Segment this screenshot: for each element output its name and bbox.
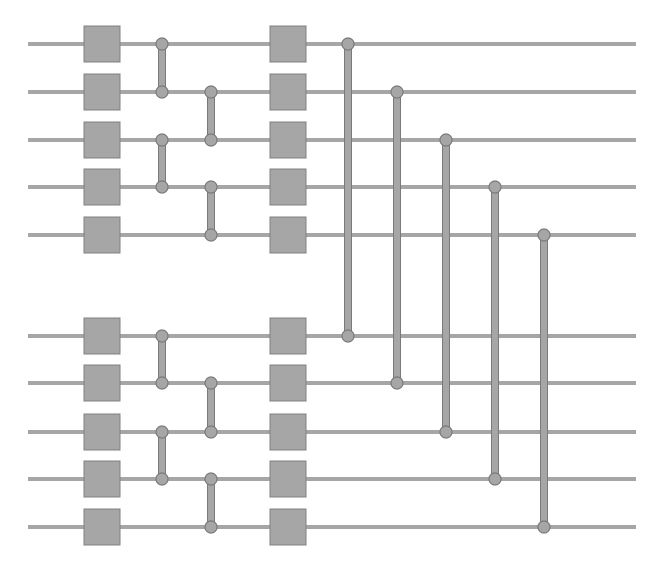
- local-entangler-q1-q2-bar: [207, 91, 215, 141]
- local-entangler-q3-q4: [204, 180, 218, 242]
- first-gate-layer-gate-q4: [83, 216, 121, 254]
- cross-entangler-q2-q7-control-dot: [439, 133, 453, 147]
- local-entangler-q1-q2-target-dot: [204, 133, 218, 147]
- cross-entangler-q1-q6-bar: [393, 91, 401, 384]
- cross-entangler-q0-q5-target-dot: [341, 329, 355, 343]
- local-entangler-q3-q4-target-dot: [204, 228, 218, 242]
- local-entangler-q5-q6-control-dot: [155, 329, 169, 343]
- local-entangler-q2-q3-bar: [158, 139, 166, 188]
- cross-entangler-q1-q6: [390, 85, 404, 390]
- second-gate-layer-gate-q1: [269, 73, 307, 111]
- second-gate-layer-gate-q8: [269, 460, 307, 498]
- local-entangler-q2-q3-control-dot: [155, 133, 169, 147]
- cross-entangler-q1-q6-target-dot: [390, 376, 404, 390]
- cross-entangler-q0-q5: [341, 37, 355, 343]
- first-gate-layer-gate-q9: [83, 508, 121, 546]
- local-entangler-q8-q9: [204, 472, 218, 534]
- second-gate-layer-gate-q2: [269, 121, 307, 159]
- local-entangler-q7-q8: [155, 425, 169, 486]
- first-gate-layer-gate-q7: [83, 413, 121, 451]
- local-entangler-q3-q4-bar: [207, 186, 215, 236]
- cross-entangler-q4-q9-bar: [540, 234, 548, 528]
- local-entangler-q2-q3: [155, 133, 169, 194]
- local-entangler-q1-q2: [204, 85, 218, 147]
- cross-entangler-q0-q5-bar: [344, 43, 352, 337]
- second-gate-layer-gate-q5: [269, 317, 307, 355]
- cross-entangler-q3-q8: [488, 180, 502, 486]
- second-gate-layer-gate-q9: [269, 508, 307, 546]
- cross-entangler-q4-q9-target-dot: [537, 520, 551, 534]
- local-entangler-q7-q8-bar: [158, 431, 166, 480]
- first-gate-layer-gate-q8: [83, 460, 121, 498]
- local-entangler-q8-q9-control-dot: [204, 472, 218, 486]
- first-gate-layer-gate-q2: [83, 121, 121, 159]
- cross-entangler-q3-q8-control-dot: [488, 180, 502, 194]
- second-gate-layer-gate-q4: [269, 216, 307, 254]
- gate-blocks: [83, 25, 307, 546]
- local-entangler-q0-q1-target-dot: [155, 85, 169, 99]
- local-entangler-q0-q1-bar: [158, 43, 166, 93]
- cross-entangler-q2-q7-target-dot: [439, 425, 453, 439]
- local-entangler-q5-q6-bar: [158, 335, 166, 384]
- first-gate-layer-gate-q0: [83, 25, 121, 63]
- first-gate-layer-gate-q5: [83, 317, 121, 355]
- cross-entangler-q4-q9-control-dot: [537, 228, 551, 242]
- cross-entangler-q2-q7: [439, 133, 453, 439]
- local-entangler-q6-q7-bar: [207, 382, 215, 433]
- local-entangler-q5-q6-target-dot: [155, 376, 169, 390]
- local-entangler-q0-q1-control-dot: [155, 37, 169, 51]
- cross-entangler-q2-q7-bar: [442, 139, 450, 433]
- local-entangler-q6-q7-control-dot: [204, 376, 218, 390]
- cross-entangler-q1-q6-control-dot: [390, 85, 404, 99]
- local-entangler-q6-q7-target-dot: [204, 425, 218, 439]
- second-gate-layer-gate-q6: [269, 364, 307, 402]
- local-entangler-q5-q6: [155, 329, 169, 390]
- local-entangler-q3-q4-control-dot: [204, 180, 218, 194]
- second-gate-layer-gate-q3: [269, 168, 307, 206]
- cross-entangler-q3-q8-target-dot: [488, 472, 502, 486]
- local-entangler-q0-q1: [155, 37, 169, 99]
- local-entangler-q8-q9-bar: [207, 478, 215, 528]
- first-gate-layer-gate-q6: [83, 364, 121, 402]
- second-gate-layer-gate-q7: [269, 413, 307, 451]
- cross-register-entanglers: [341, 37, 551, 534]
- local-entangler-q7-q8-control-dot: [155, 425, 169, 439]
- local-entangler-q7-q8-target-dot: [155, 472, 169, 486]
- first-gate-layer-gate-q3: [83, 168, 121, 206]
- local-entangler-q2-q3-target-dot: [155, 180, 169, 194]
- first-gate-layer-gate-q1: [83, 73, 121, 111]
- local-entangler-q8-q9-target-dot: [204, 520, 218, 534]
- qubit-wires: [28, 42, 636, 529]
- cross-entangler-q0-q5-control-dot: [341, 37, 355, 51]
- second-gate-layer-gate-q0: [269, 25, 307, 63]
- local-entangler-q1-q2-control-dot: [204, 85, 218, 99]
- local-entangler-q6-q7: [204, 376, 218, 439]
- cross-entangler-q4-q9: [537, 228, 551, 534]
- local-entanglers: [155, 37, 218, 534]
- cross-entangler-q3-q8-bar: [491, 186, 499, 480]
